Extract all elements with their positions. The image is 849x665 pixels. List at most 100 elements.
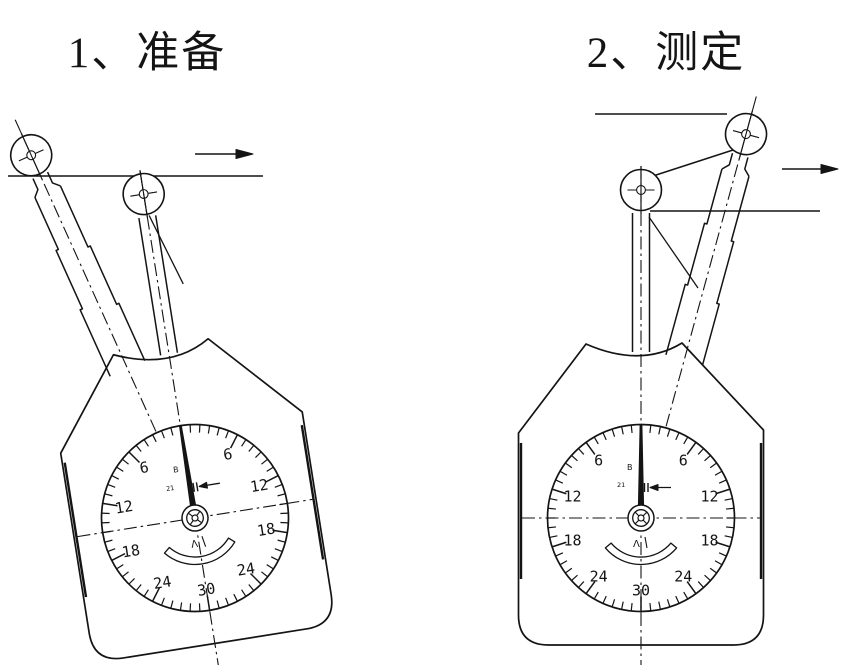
dial-tick-minor xyxy=(101,512,110,515)
dial-tick-minor xyxy=(107,548,116,553)
dial-tick-minor xyxy=(577,581,585,588)
dial-tick-minor xyxy=(198,424,201,433)
dial-tick-minor xyxy=(724,497,733,501)
dial-number: 12 xyxy=(114,497,135,518)
left-grip xyxy=(63,462,88,598)
dial-tick-minor xyxy=(704,574,711,582)
dial-tick-minor xyxy=(611,599,616,608)
lever-roller-axis xyxy=(738,108,754,160)
dial-pointer-label: Λ xyxy=(633,539,640,550)
meter-body-outline xyxy=(59,337,333,660)
dial-tick-major xyxy=(686,441,697,455)
dial-tick-major xyxy=(551,541,567,548)
indicator-bar xyxy=(195,482,199,492)
lever-sheath-edge xyxy=(665,168,723,355)
figure-title-measurement: 2、测定 xyxy=(587,29,746,77)
dial-number: 6 xyxy=(222,445,234,464)
dial-number: 24 xyxy=(236,559,257,580)
dial-tick-minor xyxy=(555,479,564,484)
dial-tick-minor xyxy=(649,602,652,612)
dial-tick-minor xyxy=(160,430,165,439)
dial-tick-minor xyxy=(724,535,733,539)
dial-number: 24 xyxy=(590,568,608,586)
dial-tick-minor xyxy=(620,601,624,610)
dial-tick-minor xyxy=(725,507,735,510)
dial-tick-minor xyxy=(104,493,113,497)
direction-arrow-head xyxy=(820,164,839,174)
dial-tick-minor xyxy=(160,597,165,606)
dial-tick-minor xyxy=(577,448,585,455)
dial-tick-minor xyxy=(559,470,568,476)
dial-tick-minor xyxy=(697,581,705,588)
dial-number: 6 xyxy=(679,451,688,469)
dial-tick-minor xyxy=(135,584,142,592)
right-grip xyxy=(300,424,325,560)
thread-lines-measurement xyxy=(595,113,839,212)
dial-number: 24 xyxy=(674,568,692,586)
dial-tick-minor xyxy=(593,591,599,600)
indicator-bar xyxy=(192,482,196,492)
lever-sheath-edge xyxy=(701,176,750,366)
dial-tick-minor xyxy=(620,426,624,435)
dial-tick-minor xyxy=(207,425,211,434)
dial-pointer-tick xyxy=(201,535,207,547)
dial-number: 12 xyxy=(249,476,270,497)
dial-number: 18 xyxy=(563,532,581,550)
dial-tick-minor xyxy=(549,535,558,539)
dial-tick-minor xyxy=(571,574,578,582)
dial-tiny-label-left: 21 xyxy=(617,481,625,489)
dial-tick-minor xyxy=(121,458,129,465)
dial-tick-minor xyxy=(675,432,680,441)
dial-tick-minor xyxy=(565,567,573,574)
dial-tick-minor xyxy=(571,454,578,462)
dial-tick-minor xyxy=(270,556,279,561)
dial-tick-minor xyxy=(611,428,616,437)
dial-tick-minor xyxy=(549,497,558,501)
dial-tick-minor xyxy=(675,595,680,604)
dial-tick-minor xyxy=(274,483,283,488)
dial-tick-minor xyxy=(266,564,274,570)
dial-pointer-tick xyxy=(644,536,648,549)
dial-tick-minor xyxy=(189,424,192,433)
dial-tick-major xyxy=(715,488,731,495)
dial-tick-minor xyxy=(714,470,723,476)
dial-number: 18 xyxy=(256,519,277,540)
lever-roller-axis xyxy=(20,131,43,180)
dial-number: 6 xyxy=(594,451,603,469)
dial-tick-minor xyxy=(559,560,568,566)
lever-sheath-edge xyxy=(59,185,146,362)
dial-tick-minor xyxy=(709,462,717,469)
lever-collar xyxy=(32,171,61,198)
dial-slot xyxy=(604,542,678,566)
dial-tick-minor xyxy=(555,552,564,557)
lever-centerline xyxy=(655,96,757,463)
dial-tick-minor xyxy=(602,595,607,604)
lever-sheath-edge xyxy=(34,197,111,377)
dial-tick-minor xyxy=(248,444,255,452)
dial-tick-major xyxy=(715,541,731,548)
dial-tiny-label-top: B xyxy=(627,463,633,472)
dial-tick-minor xyxy=(547,526,557,529)
dial-tick-minor xyxy=(602,432,607,441)
dial-tick-minor xyxy=(170,600,174,609)
dial-tick-major xyxy=(686,581,697,595)
hub-center xyxy=(637,514,645,522)
indicator-arrow-head xyxy=(649,484,659,491)
dial-tick-minor xyxy=(565,462,573,469)
dial-tick-minor xyxy=(714,560,723,566)
dial-number: 24 xyxy=(152,572,173,593)
dial-tick-minor xyxy=(725,526,735,529)
dial-tiny-label-top: B xyxy=(173,465,180,475)
dial-tick-minor xyxy=(704,454,711,462)
dial-tick-major xyxy=(585,581,596,595)
dial-tick-minor xyxy=(101,521,110,524)
dial-tick-minor xyxy=(189,603,192,612)
dial-tick-minor xyxy=(179,602,183,611)
dial-tick-major xyxy=(128,451,141,464)
dial-tick-minor xyxy=(261,571,269,578)
thread-line xyxy=(652,149,734,177)
dial-tick-minor xyxy=(135,444,142,452)
